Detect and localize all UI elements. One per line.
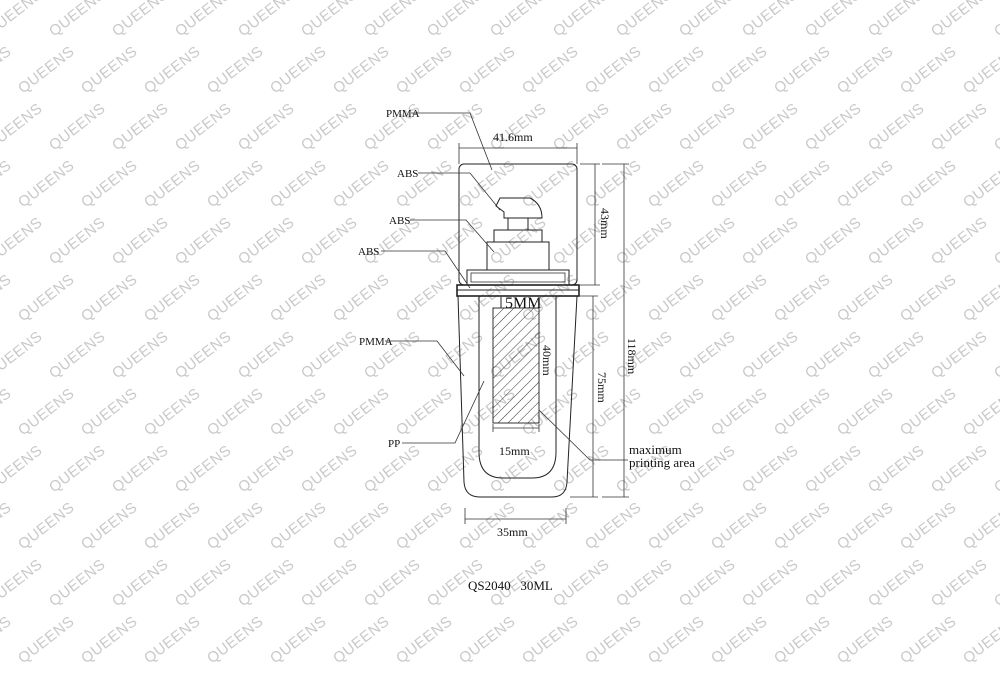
label-abs-pump: ABS [389,215,410,227]
dim-print-height: 40mm [540,345,554,376]
max-printing-area [492,307,540,424]
pump-collar-inner [470,272,566,283]
label-pmma-bottle: PMMA [359,336,393,348]
leader-abs-collar [381,250,471,289]
leader-pmma-cap [411,112,493,171]
annotation-line2: printing area [629,455,695,470]
label-pp: PP [388,438,400,450]
leader-pmma-bottle [385,340,465,377]
model-caption: QS2040 30ML [468,578,553,593]
dim-total-height: 118mm [625,338,639,375]
leader-printing-area [538,409,628,461]
actuator-head [495,197,543,219]
dim-bottle-height: 75mm [595,372,609,403]
leader-abs-pump [410,219,495,253]
label-pmma-cap: PMMA [386,108,420,120]
annotation-line1: maximum [629,442,682,457]
leader-pp [402,380,485,444]
dim-cap-width: 41.6mm [493,130,533,144]
dim-cap-height: 43mm [598,208,612,239]
dim-print-width: 15mm [499,444,530,458]
inner-bottle [478,296,557,479]
pump-neck [493,229,543,243]
cap-outline [458,163,578,286]
dim-base-width: 35mm [497,525,528,539]
label-abs-actuator: ABS [397,168,418,180]
bottle-outer [457,295,578,498]
pump-body [486,241,550,271]
pump-stem [507,217,529,231]
leader-abs-actuator [418,172,501,211]
label-abs-collar: ABS [358,246,379,258]
dim-top-margin: 5MM [505,295,541,312]
pump-collar-base [466,269,570,286]
